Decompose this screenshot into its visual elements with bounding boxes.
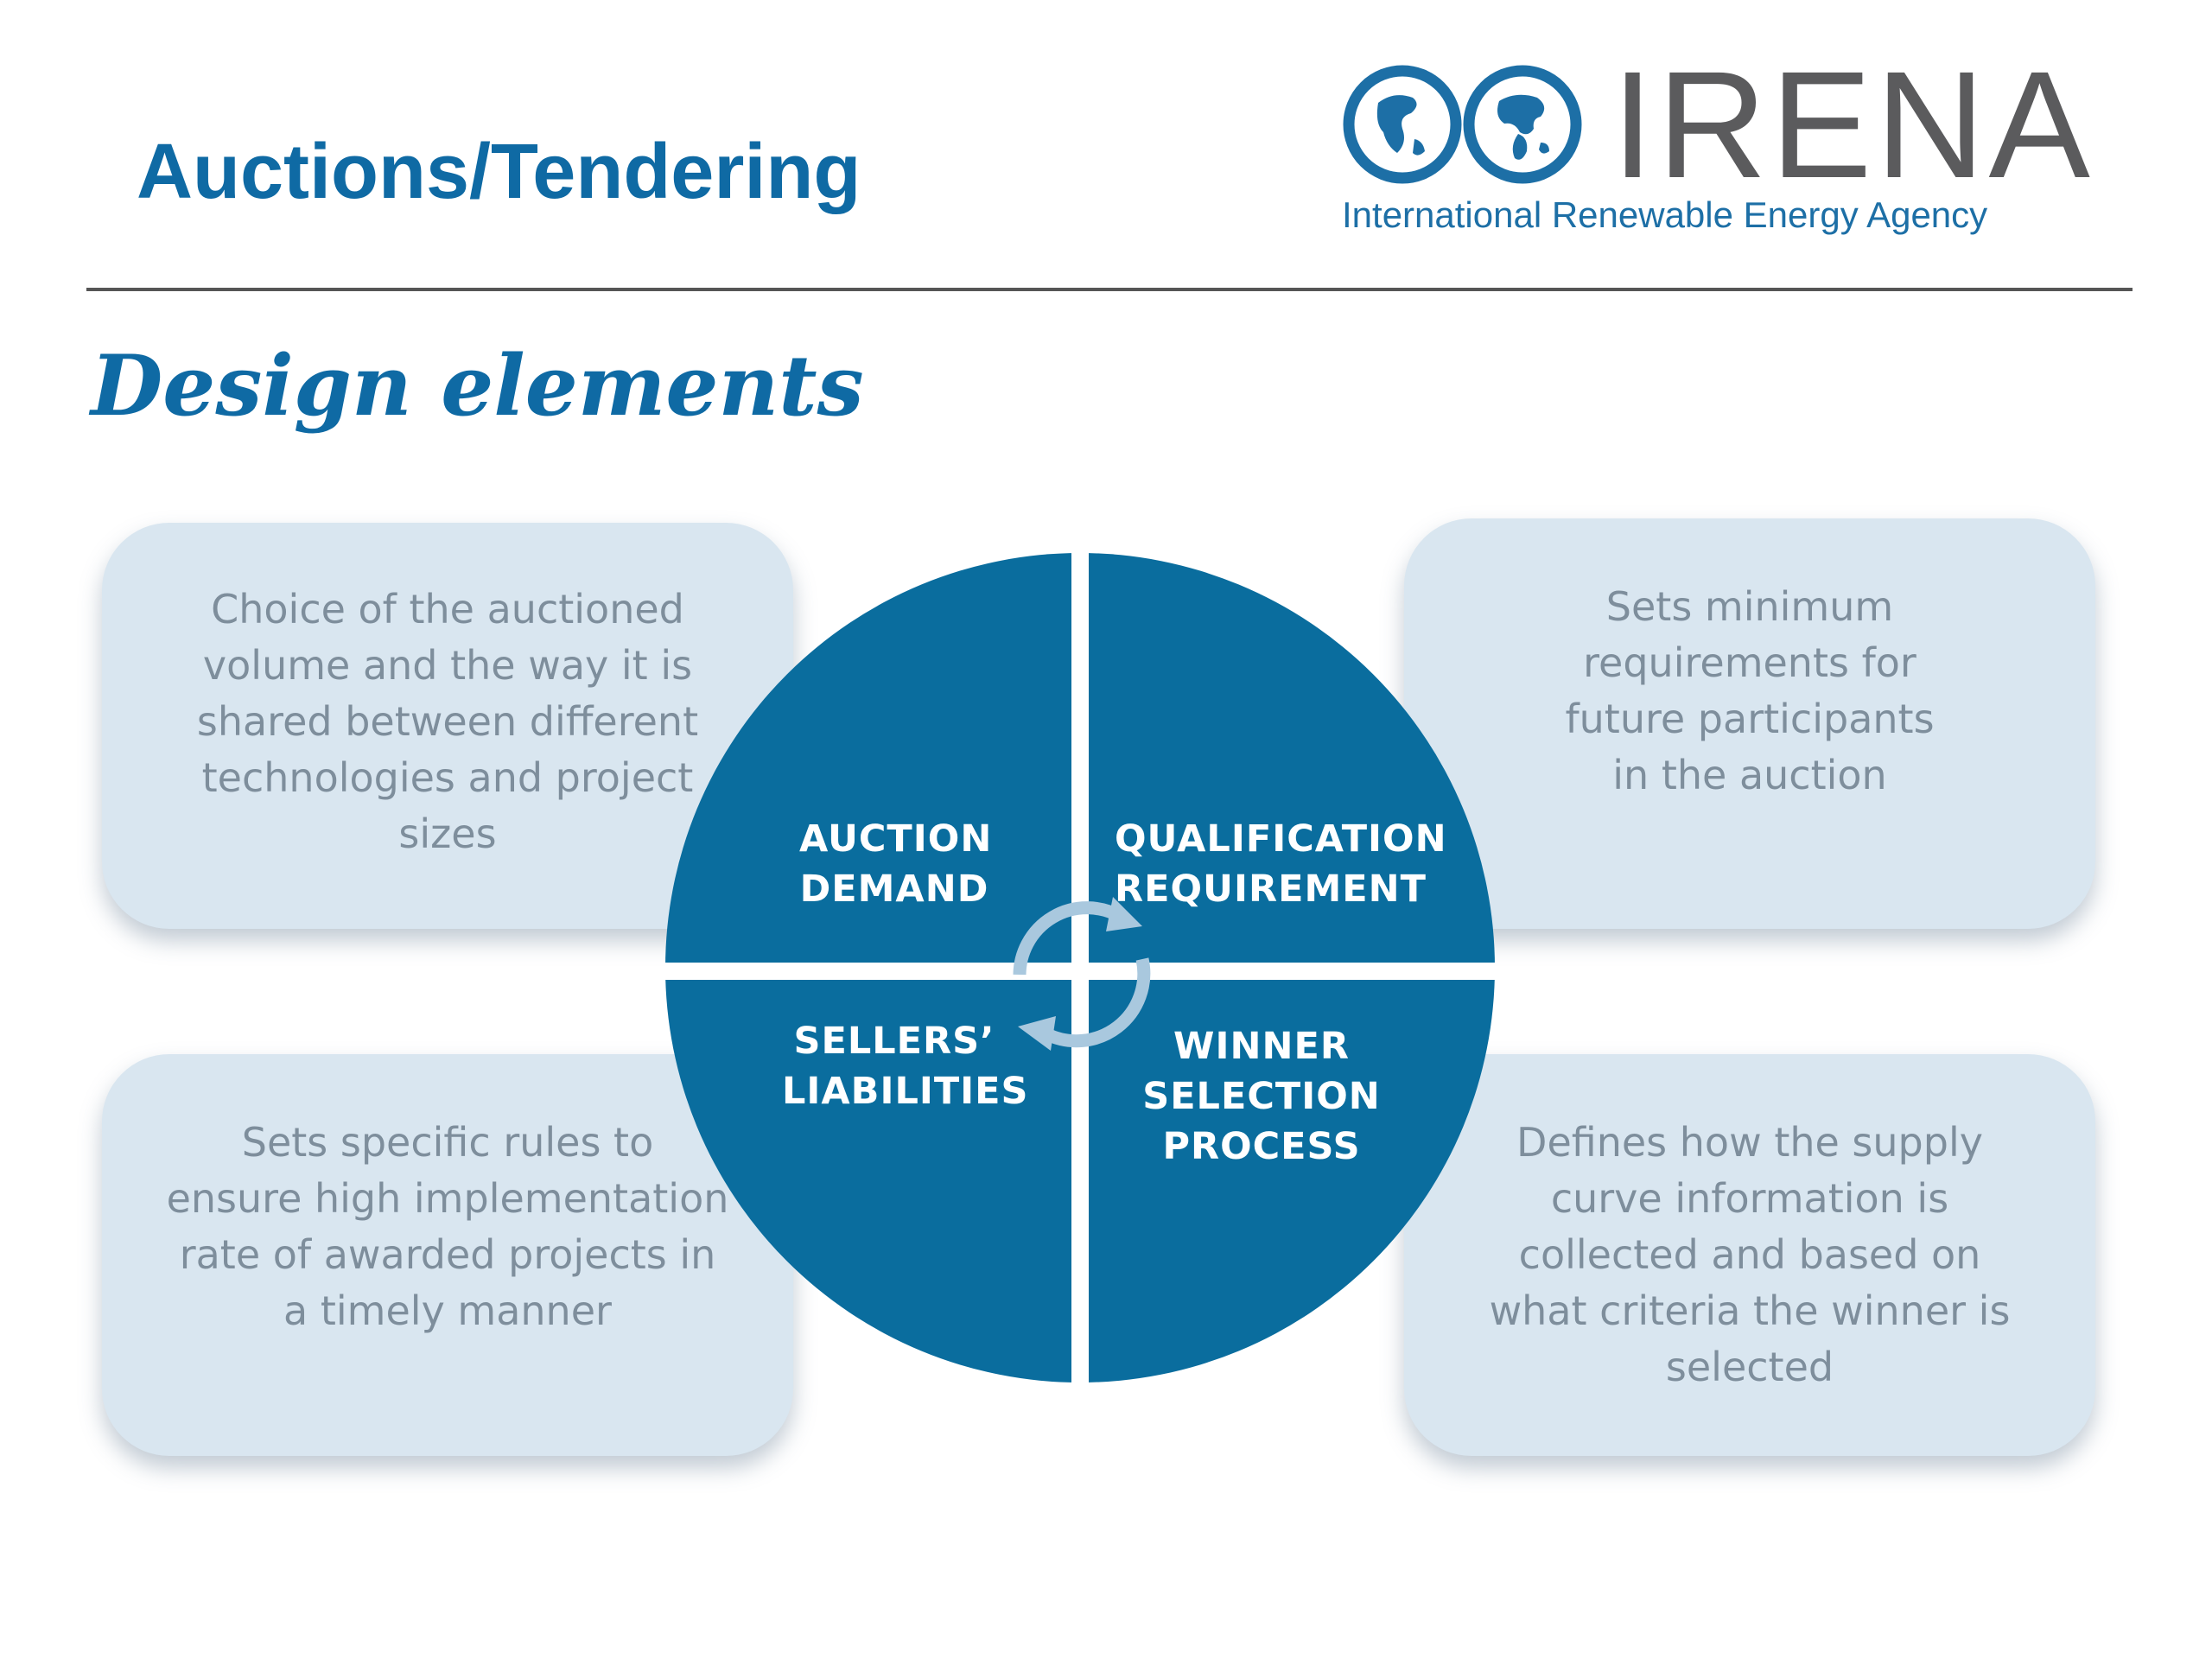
irena-logo: IRENA International Renewable Energy Age… — [1335, 48, 2090, 251]
cycle-arrows-icon — [1013, 901, 1151, 1048]
quadrant-label-line: QUALIFICATION — [1115, 817, 1447, 861]
description-line: sizes — [398, 810, 497, 857]
description-box-auction-demand: Choice of the auctioned volume and the w… — [102, 523, 793, 929]
section-title: Design elements — [91, 337, 864, 435]
description-line: what criteria the winner is — [1489, 1287, 2011, 1334]
description-line: Sets minimum — [1605, 583, 1894, 630]
quadrant-label-qualification-requirement: QUALIFICATION REQUIREMENT — [1115, 814, 1447, 914]
quadrant-label-line: LIABILITIES — [782, 1070, 1029, 1113]
quadrant-label-line: WINNER — [1173, 1025, 1350, 1068]
quadrant-label-line: REQUIREMENT — [1115, 868, 1427, 911]
description-line: rate of awarded projects in — [179, 1231, 716, 1278]
description-line: selected — [1665, 1344, 1834, 1390]
description-line: requirements for — [1583, 639, 1916, 686]
cycle-arrowhead-top — [1106, 897, 1142, 931]
description-line: future participants — [1565, 696, 1935, 742]
slide-title: Auctions/Tendering — [137, 129, 861, 215]
description-line: Choice of the auctioned — [211, 586, 684, 632]
quadrant-label-line: AUCTION — [799, 817, 993, 861]
description-box-winner-selection: Defines how the supply curve information… — [1404, 1054, 2095, 1456]
cycle-arrowhead-bottom — [1018, 1016, 1056, 1051]
description-line: ensure high implementation — [166, 1175, 729, 1222]
quadrant-label-sellers-liabilities: SELLERS’ LIABILITIES — [782, 1016, 1029, 1116]
description-box-sellers-liabilities: Sets specific rules to ensure high imple… — [102, 1054, 793, 1456]
description-line: volume and the way it is — [202, 642, 693, 689]
logo-subtitle: International Renewable Energy Agency — [1342, 194, 1988, 235]
quadrant-label-line: SELLERS’ — [793, 1020, 995, 1063]
quadrant-label-line: PROCESS — [1162, 1125, 1361, 1168]
description-line: Sets specific rules to — [241, 1119, 654, 1166]
quadrant-label-winner-selection-process: WINNER SELECTION PROCESS — [1141, 1021, 1382, 1172]
description-line: collected and based on — [1518, 1231, 1981, 1278]
header-divider — [86, 288, 2133, 291]
quadrant-label-line: DEMAND — [799, 868, 989, 911]
description-line: curve information is — [1550, 1175, 1949, 1222]
design-elements-wheel — [665, 553, 1495, 1382]
globe-rings-icon — [1343, 65, 1582, 184]
quadrant-label-line: SELECTION — [1142, 1075, 1381, 1118]
description-line: shared between different — [196, 698, 699, 745]
description-line: Defines how the supply — [1516, 1119, 1983, 1166]
wheel-divider-horizontal — [665, 963, 1495, 980]
description-line: a timely manner — [283, 1287, 612, 1334]
quadrant-label-auction-demand: AUCTION DEMAND — [799, 814, 993, 914]
logo-wordmark: IRENA — [1611, 41, 2094, 210]
description-line: in the auction — [1612, 752, 1887, 798]
description-line: technologies and project — [201, 754, 694, 801]
description-box-qualification-requirement: Sets minimum requirements for future par… — [1404, 518, 2095, 929]
